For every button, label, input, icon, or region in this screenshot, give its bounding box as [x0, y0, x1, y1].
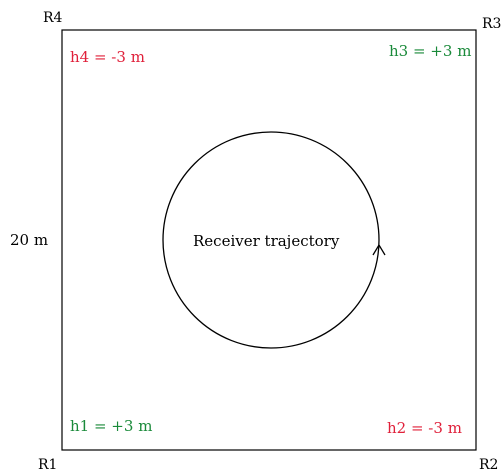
height-label-h3: h3 = +3 m: [389, 42, 471, 60]
corner-label-r4: R4: [43, 10, 63, 26]
corner-label-r2: R2: [479, 457, 498, 472]
side-length-label: 20 m: [10, 231, 48, 249]
height-label-h1: h1 = +3 m: [70, 417, 152, 435]
receiver-trajectory-circle: [162, 131, 380, 349]
corner-label-r1: R1: [38, 457, 57, 472]
trajectory-direction-arrow: [372, 243, 386, 256]
trajectory-label: Receiver trajectory: [193, 232, 340, 250]
room-boundary: [61, 29, 477, 451]
height-label-h4: h4 = -3 m: [70, 48, 145, 66]
height-label-h2: h2 = -3 m: [387, 419, 462, 437]
corner-label-r3: R3: [482, 16, 501, 32]
